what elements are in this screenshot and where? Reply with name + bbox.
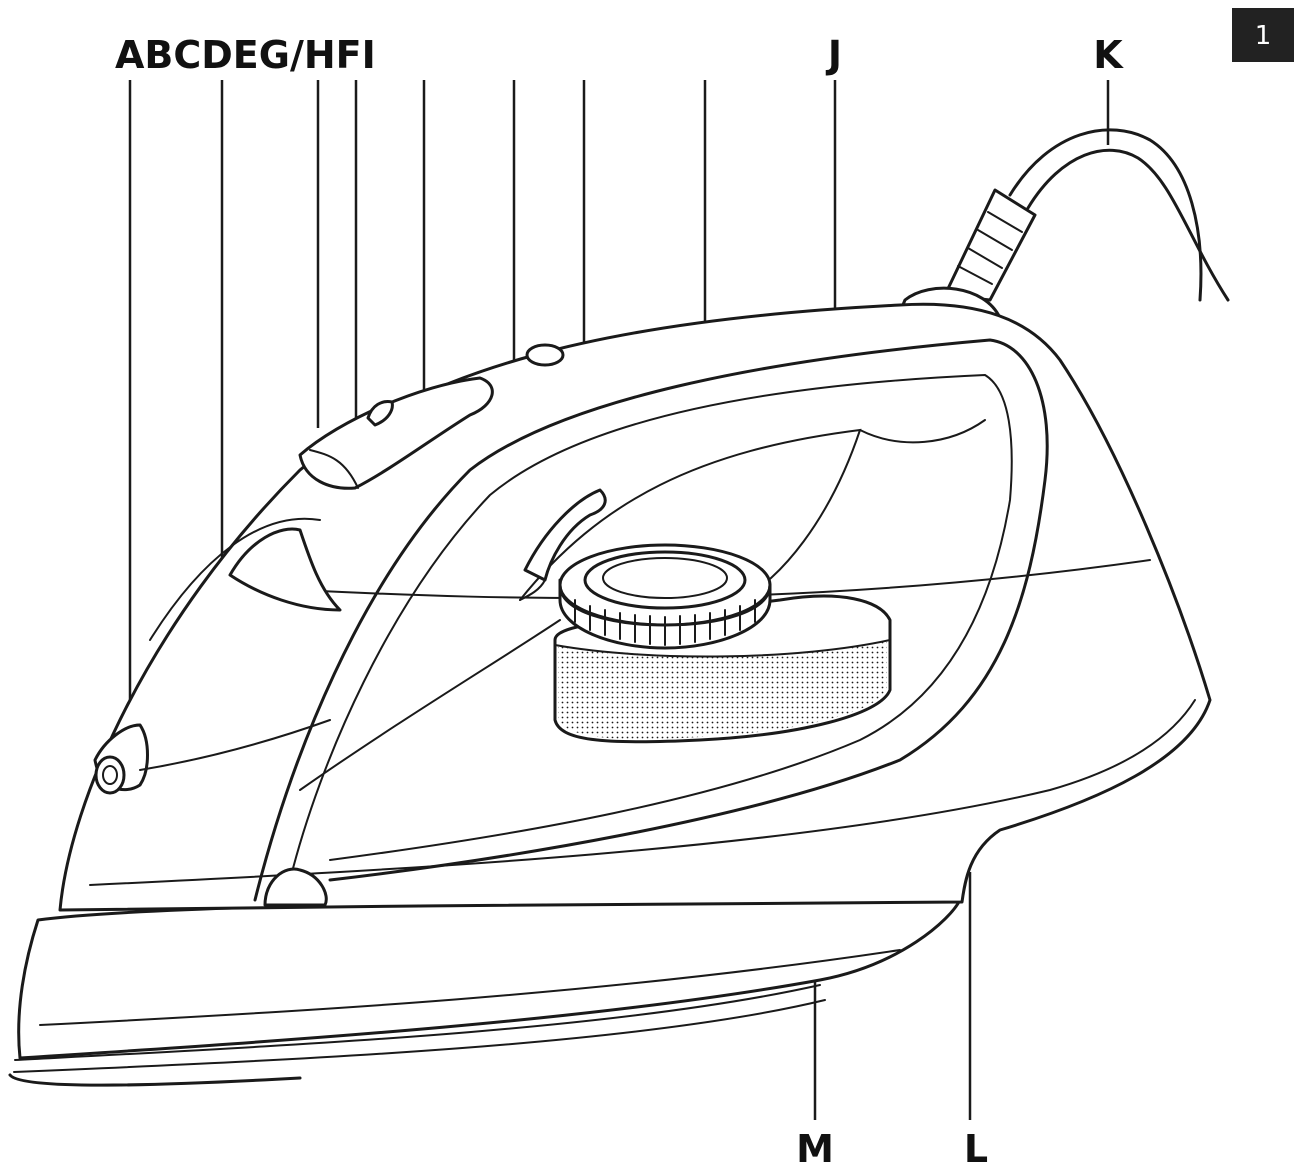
power-cord <box>898 128 1230 320</box>
control-buttons <box>298 343 565 490</box>
spray-nozzle <box>93 517 342 795</box>
label-front-group: ABCDEG/HFI <box>115 33 376 77</box>
leader-F <box>562 80 586 354</box>
page-number: 1 <box>1255 21 1272 51</box>
label-K: K <box>1093 33 1124 77</box>
label-M: M <box>796 1127 834 1171</box>
page-number-badge: 1 <box>1232 8 1294 62</box>
steam-control-slider <box>519 488 607 601</box>
leader-E <box>392 80 426 410</box>
label-J: J <box>825 33 842 77</box>
temperature-dial-assembly <box>553 543 892 744</box>
soleplate <box>8 898 962 1087</box>
dial-knurling <box>574 599 756 646</box>
leader-lines <box>128 80 1110 1120</box>
label-L: L <box>964 1127 988 1171</box>
water-tank-window <box>299 419 986 791</box>
